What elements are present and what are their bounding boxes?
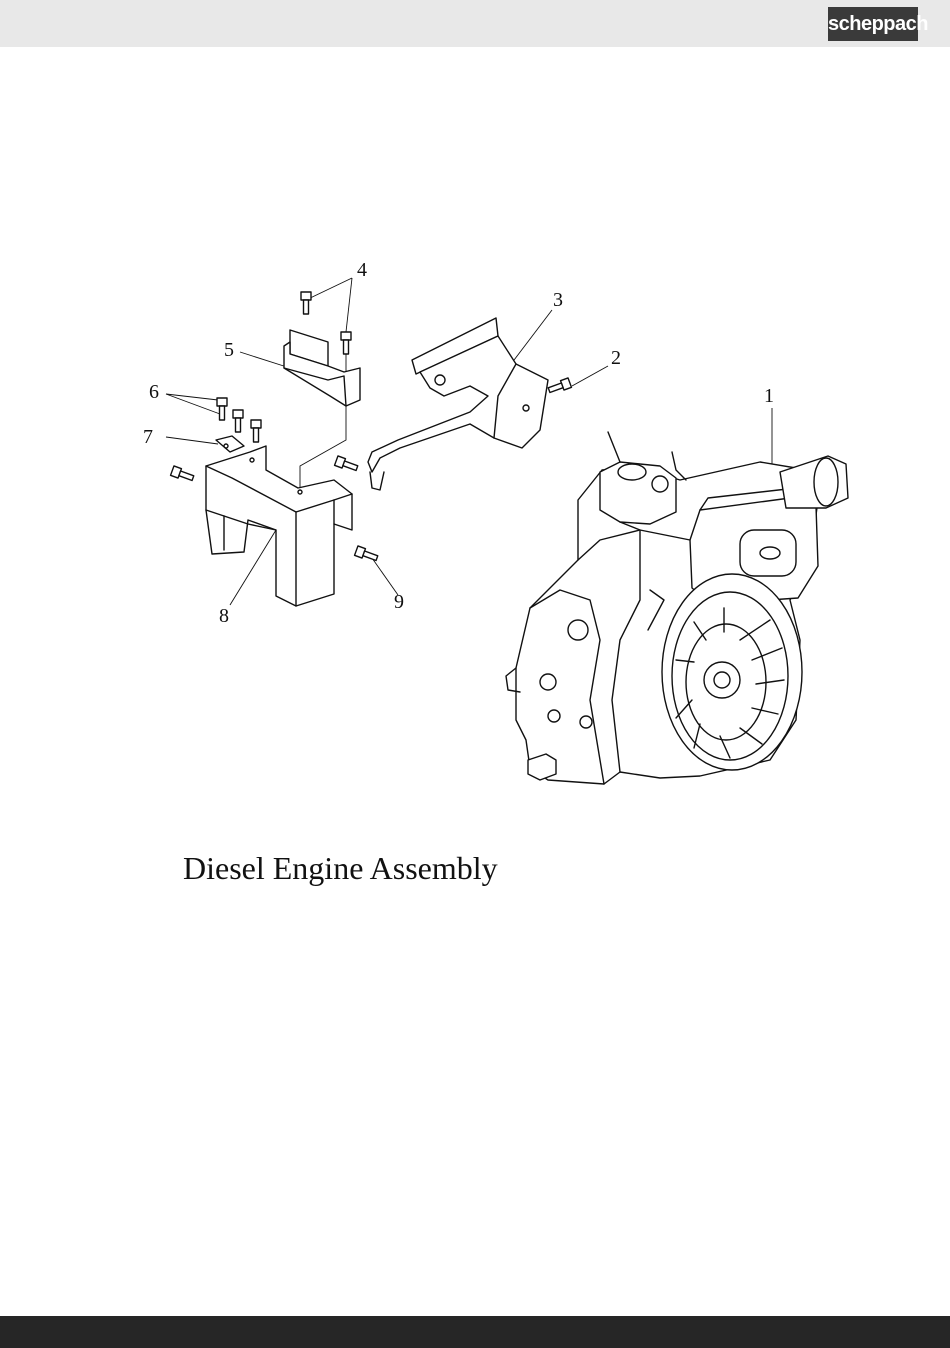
callout-6: 6 [149,382,159,402]
part-3-bracket [368,318,548,490]
callout-2: 2 [611,348,621,368]
callout-5: 5 [224,340,234,360]
part-7-plate [216,436,244,452]
figure-caption: Diesel Engine Assembly [183,850,498,887]
callout-9: 9 [394,592,404,612]
part-8-bracket [206,446,352,606]
callout-8: 8 [219,606,229,626]
footer-bar [0,1316,950,1348]
callout-3: 3 [553,290,563,310]
callout-4: 4 [357,260,367,280]
part-1-engine [506,432,848,784]
callout-1: 1 [764,386,774,406]
callout-7: 7 [143,427,153,447]
